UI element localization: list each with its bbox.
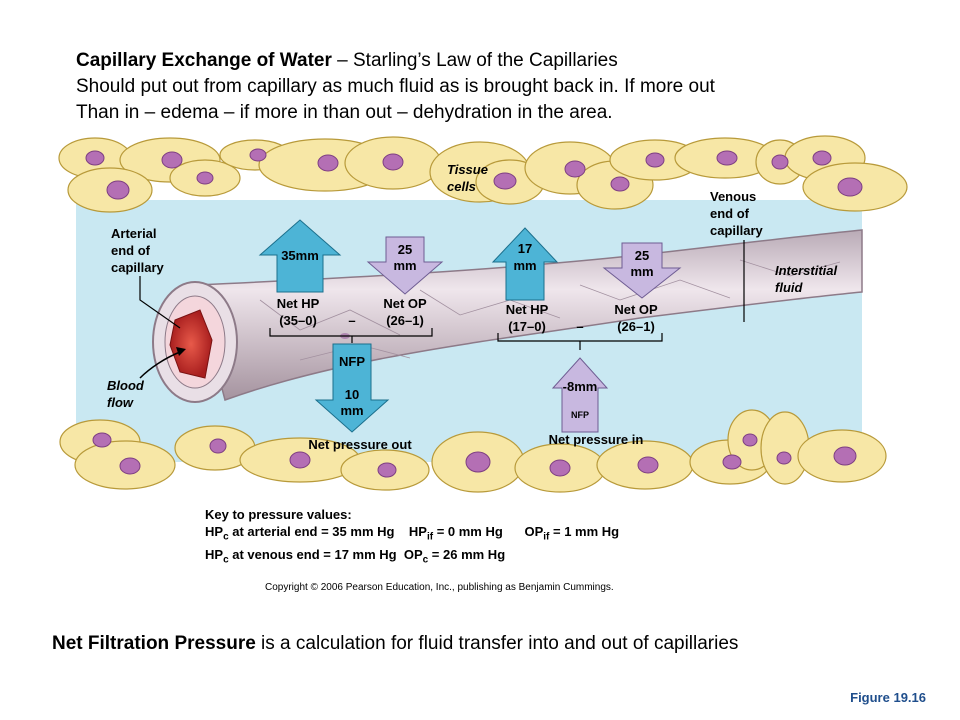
key-opc-value: = 26 mm Hg (428, 546, 506, 562)
blood-flow-label-1: Blood (107, 378, 145, 393)
venous-nfp-arrow (551, 357, 609, 433)
tissue-nuclei-top (85, 148, 863, 200)
arterial-nfp-arrow (314, 343, 390, 433)
arterial-op-value-2: mm (393, 258, 416, 273)
key-hpc-venous-symbol: HP (205, 546, 224, 562)
tissue-cells-top (58, 135, 908, 213)
key-opif-symbol: OP (524, 524, 544, 539)
venous-end-label-1: Venous (710, 189, 756, 204)
tissue-nuclei-bottom (92, 432, 857, 478)
key-opc-sub: c (422, 554, 429, 566)
key-opc-symbol: OP (403, 546, 423, 562)
tissue-cells-label-2: cells (447, 179, 476, 194)
footer-text: Net Filtration Pressure is a calculation… (52, 633, 738, 655)
red-blood-cell (169, 309, 213, 379)
key-opif-sub: if (543, 531, 550, 543)
venous-net-op-label: Net OP (614, 302, 658, 317)
venous-op-arrow (602, 242, 682, 299)
blood-flow-arrow (139, 351, 181, 379)
venous-net-op-calc: (26–1) (617, 319, 655, 334)
net-pressure-out-label: Net pressure out (308, 437, 412, 452)
key-hpc-arterial-symbol: HP (205, 524, 224, 539)
footer-bold: Net Filtration Pressure (52, 633, 256, 654)
key-hpc-arterial-sub: c (223, 531, 229, 543)
heading-subtitle: – Starling’s Law of the Capillaries (331, 50, 618, 71)
interstitial-fluid-label-2: fluid (775, 280, 803, 295)
net-pressure-in-label: Net pressure in (549, 432, 644, 447)
arterial-op-arrow (366, 236, 444, 295)
key-row-2: HPc at venous end = 17 mm Hg OPc = 26 mm… (205, 546, 619, 569)
tissue-cells-label-1: Tissue (447, 162, 488, 177)
figure-number: Figure 19.16 (850, 690, 926, 705)
interstitial-fluid-label-1: Interstitial (775, 263, 838, 278)
arterial-net-hp-label: Net HP (277, 296, 320, 311)
blood-flow-arrowhead (176, 347, 186, 356)
key-hpc-venous-sub: c (223, 554, 229, 566)
venous-hp-arrow (491, 227, 559, 301)
key-hpc-arterial-value: at arterial end = 35 mm Hg (228, 524, 395, 539)
venous-minus: – (576, 319, 583, 334)
key-hpif-sub: if (426, 531, 434, 543)
arterial-end-label-1: Arterial (111, 226, 157, 241)
venous-end-label-3: capillary (710, 223, 764, 238)
arterial-net-op-label: Net OP (383, 296, 427, 311)
arterial-minus: – (348, 313, 355, 328)
key-hpif-symbol: HP (408, 524, 427, 539)
capillary-endothelium-lines (259, 259, 841, 361)
venous-op-value-2: mm (630, 264, 653, 279)
arterial-hp-value: 35mm (281, 248, 319, 263)
arterial-bracket (269, 328, 433, 343)
venous-hp-value-1: 17 (518, 241, 532, 256)
key-hpc-venous-value: at venous end = 17 mm Hg (228, 546, 397, 562)
venous-net-hp-calc: (17–0) (508, 319, 546, 334)
arterial-net-op-calc: (26–1) (386, 313, 424, 328)
heading-line-3: Than in – edema – if more in than out – … (76, 102, 613, 123)
arterial-nfp-value-2: mm (340, 403, 363, 418)
key-title: Key to pressure values: (205, 507, 352, 522)
key-row-1: HPc at arterial end = 35 mm Hg HPif = 0 … (205, 523, 619, 546)
blood-flow-label-2: flow (107, 395, 134, 410)
arterial-hp-arrow (258, 219, 342, 293)
copyright-notice: Copyright © 2006 Pearson Education, Inc.… (265, 582, 614, 593)
key-hpif-value: = 0 mm Hg (433, 524, 503, 539)
arterial-op-value-1: 25 (398, 242, 412, 257)
venous-op-value-1: 25 (635, 248, 649, 263)
venous-end-label-2: end of (710, 206, 750, 221)
arterial-net-hp-calc: (35–0) (279, 313, 317, 328)
venous-nfp-value: -8mm (563, 379, 598, 394)
footer-rest: is a calculation for fluid transfer into… (255, 633, 739, 654)
heading-line-1: Capillary Exchange of Water – Starling’s… (76, 48, 715, 74)
venous-nfp-label: NFP (571, 410, 589, 420)
heading: Capillary Exchange of Water – Starling’s… (76, 48, 715, 126)
venous-hp-value-2: mm (513, 258, 536, 273)
pressure-key: Key to pressure values: HPc at arterial … (205, 506, 619, 568)
heading-line-2: Should put out from capillary as much fl… (76, 76, 715, 97)
arterial-nfp-label: NFP (339, 354, 365, 369)
key-opif-value: = 1 mm Hg (549, 524, 620, 539)
arterial-nfp-value-1: 10 (345, 387, 359, 402)
venous-net-hp-label: Net HP (506, 302, 549, 317)
venous-bracket (497, 333, 663, 350)
heading-title: Capillary Exchange of Water (76, 50, 332, 71)
arterial-end-label-2: end of (111, 243, 151, 258)
arterial-end-label-3: capillary (111, 260, 165, 275)
arterial-end-pointer (139, 276, 181, 329)
